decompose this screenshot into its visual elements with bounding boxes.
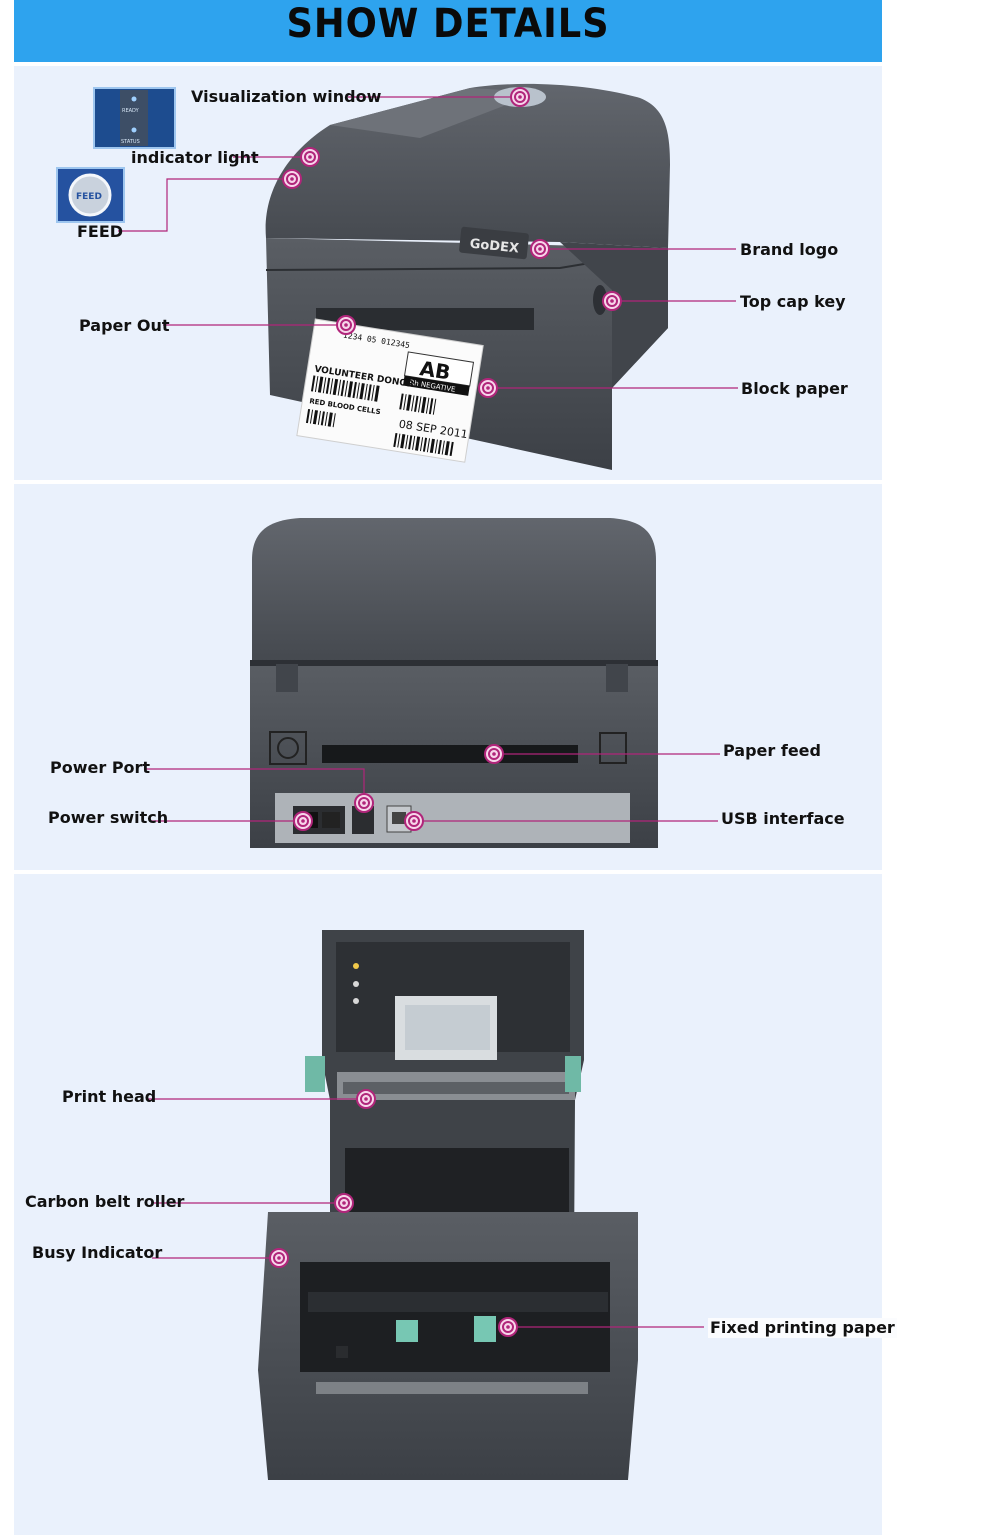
ready-label: READY (122, 108, 140, 114)
indicator-light-inset: READY STATUS (93, 87, 176, 149)
front-leader-lines (118, 96, 738, 389)
label-brand-logo: Brand logo (740, 240, 839, 259)
rear-leader-lines (146, 753, 720, 822)
feed-button-inset: FEED (56, 167, 125, 223)
label-block-paper: Block paper (741, 379, 848, 398)
label-top-cap-key: Top cap key (740, 292, 846, 311)
label-carbon-belt-roller: Carbon belt roller (25, 1192, 185, 1211)
open-printer (258, 930, 638, 1480)
label-indicator-light: indicator light (131, 148, 259, 167)
label-fixed-printing-paper: Fixed printing paper (708, 1318, 897, 1338)
brand-plate (459, 226, 529, 260)
label-power-switch: Power switch (48, 808, 169, 827)
label-busy-indicator: Busy Indicator (32, 1243, 163, 1262)
top-cap-key-button[interactable] (593, 285, 607, 315)
printed-label: 1234 05 012345 AB Rh NEGATIVE VOLUNTEER … (296, 318, 484, 463)
page-title: SHOW DETAILS (286, 1, 610, 47)
feed-button-text: FEED (76, 192, 102, 202)
label-visualization-window: Visualization window (191, 87, 382, 106)
rear-printer (250, 518, 658, 848)
label-feed: FEED (77, 222, 124, 241)
label-power-port: Power Port (50, 758, 151, 777)
label-paper-feed: Paper feed (723, 741, 821, 760)
label-paper-out: Paper Out (79, 316, 170, 335)
page-header: SHOW DETAILS (14, 0, 882, 62)
brand-logo-text: GoDEX (469, 237, 520, 257)
label-usb-interface: USB interface (721, 809, 845, 828)
status-label: STATUS (121, 139, 140, 145)
open-leader-lines (148, 1098, 704, 1328)
label-print-head: Print head (62, 1087, 157, 1106)
